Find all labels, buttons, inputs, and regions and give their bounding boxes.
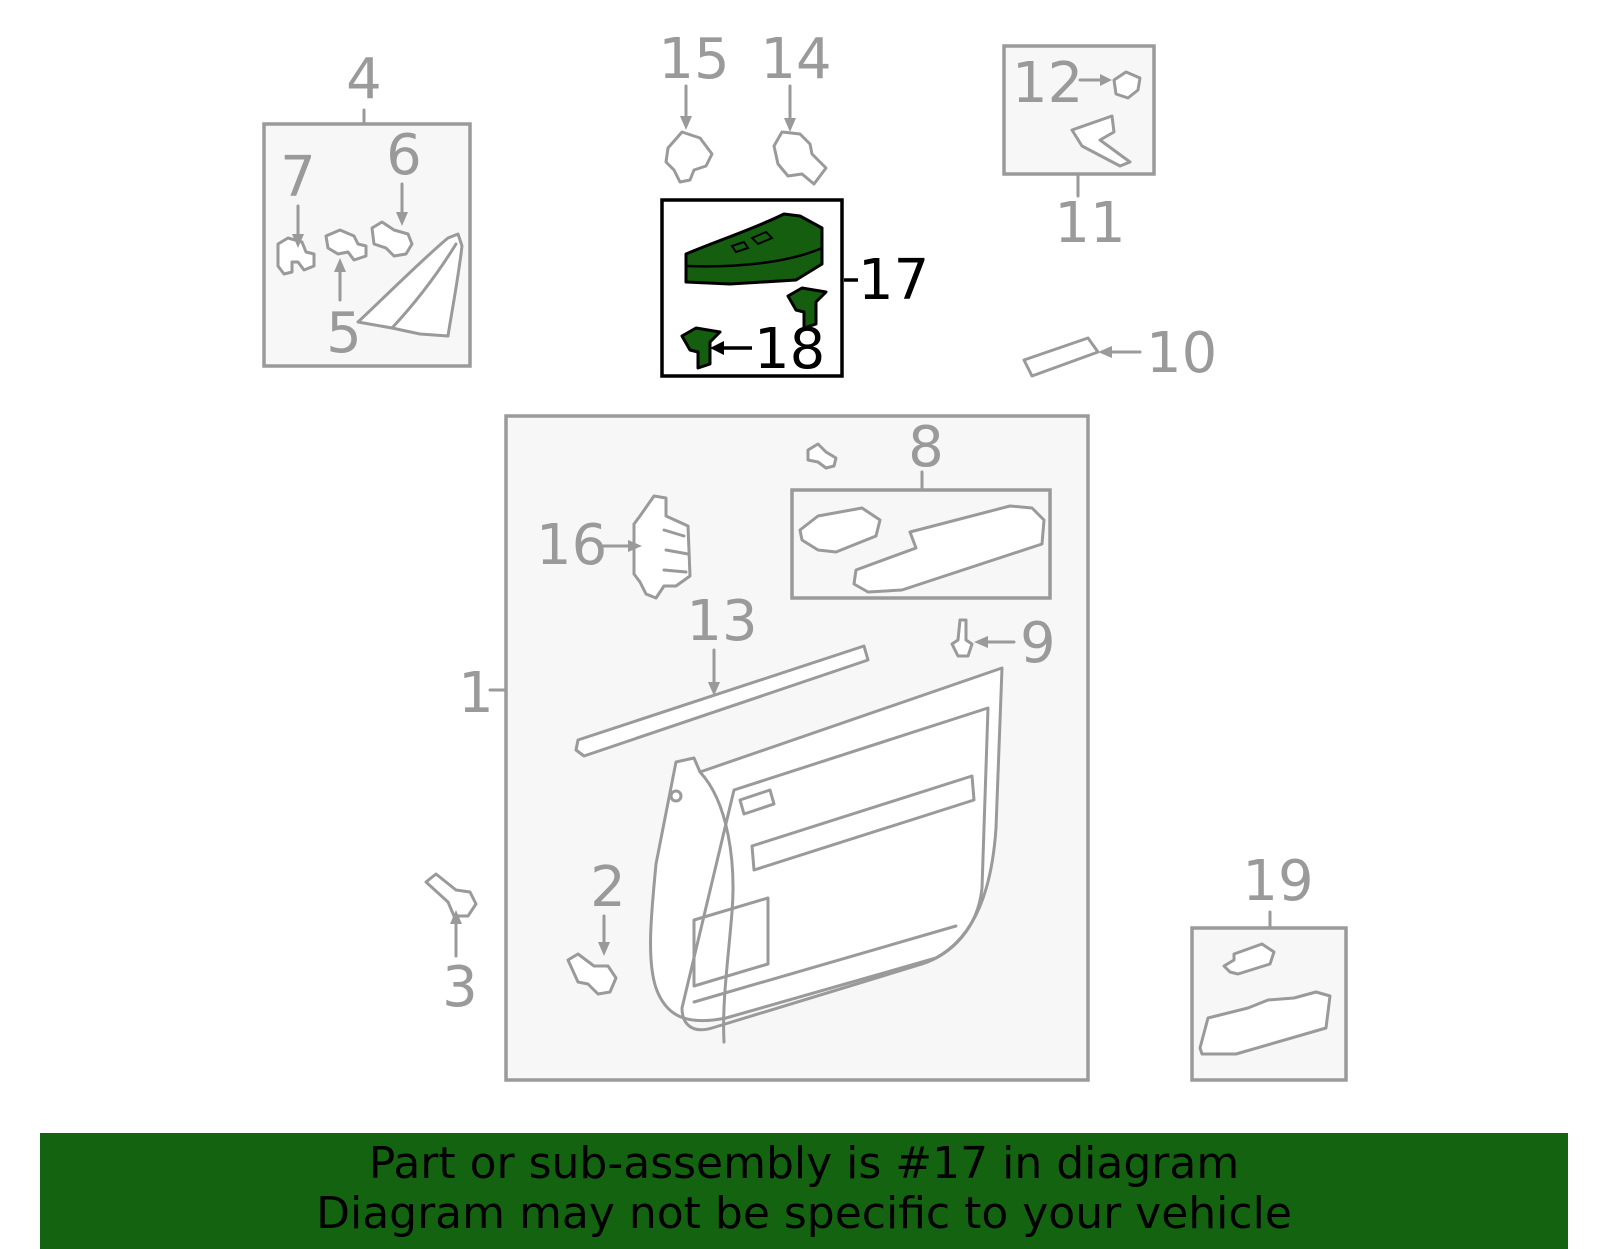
part-16-details	[662, 528, 690, 574]
part-10-arrow	[1098, 346, 1112, 358]
part-10-strip	[1022, 336, 1100, 378]
callout-2: 2	[590, 855, 626, 920]
callout-6: 6	[386, 123, 422, 188]
part-19-clip	[1222, 942, 1276, 976]
part-11-bracket	[1070, 114, 1132, 168]
group-4: 4 7 5 6	[262, 47, 472, 368]
group-3: 3	[424, 872, 478, 1020]
part-8-armrest	[852, 504, 1046, 594]
part-2-screw	[566, 952, 618, 996]
group-11: 12 11	[1002, 44, 1156, 256]
part-14-arrow	[784, 118, 796, 132]
group-14: 14	[760, 27, 832, 186]
callout-18: 18	[754, 317, 825, 382]
group-17: 17 18	[660, 198, 929, 382]
part-18-clip-upper[interactable]	[786, 286, 828, 330]
part-18-clip-lower[interactable]	[680, 326, 722, 370]
callout-19: 19	[1242, 849, 1313, 914]
callout-17: 17	[858, 248, 929, 313]
part-15-clip	[664, 130, 714, 184]
door-panel-inner	[680, 706, 990, 1032]
part-6-screw	[370, 220, 414, 258]
group-1: 1 8 16 13 9 2	[458, 414, 1090, 1082]
group-10: 10	[1022, 321, 1217, 386]
part-16-arrow	[628, 540, 642, 552]
part-7-clip	[276, 236, 316, 276]
callout-16: 16	[536, 513, 607, 578]
callout-9: 9	[1020, 611, 1056, 676]
door-panel-armrest	[750, 774, 976, 872]
door-panel-switch-recess	[738, 788, 776, 816]
callout-1: 1	[458, 661, 494, 726]
door-panel-crease	[692, 924, 958, 1004]
part-12-nut	[1112, 70, 1142, 100]
part-13-arrow	[708, 682, 720, 696]
callout-10: 10	[1146, 321, 1217, 386]
callout-3: 3	[442, 955, 478, 1020]
callout-4: 4	[346, 47, 382, 112]
callout-11: 11	[1054, 191, 1125, 256]
door-panel	[649, 666, 1004, 1023]
notice-line-2: Diagram may not be specific to your vehi…	[316, 1188, 1292, 1239]
door-panel-contour	[698, 770, 735, 1044]
part-3-arrow	[450, 910, 462, 924]
part-15-arrow	[680, 116, 692, 130]
group-15: 15	[658, 27, 730, 184]
door-panel-hole	[669, 789, 683, 803]
part-12-arrow	[1100, 74, 1112, 86]
part-13-strip	[574, 644, 870, 758]
part-5-retainer	[324, 228, 368, 262]
corner-trim-piece	[356, 232, 464, 338]
door-panel-pocket	[692, 896, 770, 988]
group-19: 19	[1190, 849, 1348, 1082]
notice-banner: Part or sub-assembly is #17 in diagram D…	[40, 1133, 1568, 1249]
callout-7: 7	[280, 145, 316, 210]
part-8-handle-bezel	[798, 506, 882, 554]
part-18-arrow	[710, 341, 724, 355]
screw-near-8	[806, 442, 838, 470]
part-7-arrow	[292, 234, 304, 248]
part-9-arrow	[974, 636, 988, 648]
callout-13: 13	[686, 589, 757, 654]
callout-14: 14	[760, 27, 831, 92]
part-6-arrow	[396, 212, 408, 226]
callout-12: 12	[1012, 51, 1083, 116]
callout-15: 15	[658, 27, 729, 92]
group-11-box	[1002, 44, 1156, 176]
part-3-bolt	[424, 872, 478, 918]
corner-trim-edge	[390, 242, 458, 330]
part-9-clip	[950, 618, 974, 658]
callout-5: 5	[326, 301, 362, 366]
part-14-fastener	[772, 130, 828, 186]
part-17-edge	[685, 246, 823, 268]
callout-8: 8	[908, 415, 944, 480]
part-19-bracket	[1198, 990, 1332, 1056]
part-17-switch-buttons	[730, 230, 774, 254]
part-5-arrow	[334, 258, 346, 272]
part-2-arrow	[598, 942, 610, 956]
notice-line-1: Part or sub-assembly is #17 in diagram	[368, 1138, 1240, 1189]
